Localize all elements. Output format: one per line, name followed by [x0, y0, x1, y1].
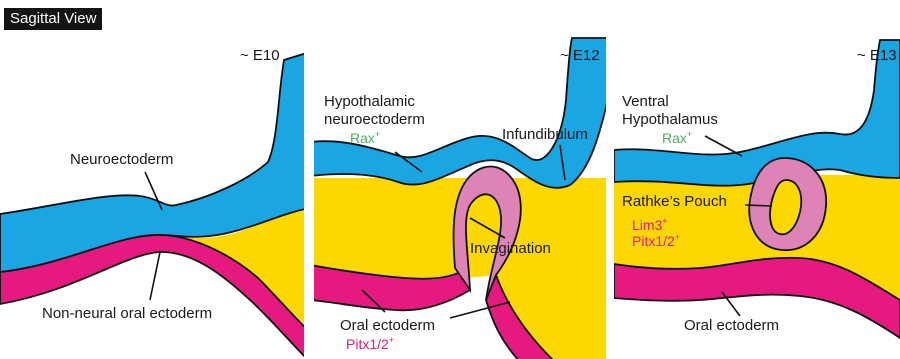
label-rax-e13: Rax+	[662, 129, 692, 146]
leader-ventral	[705, 136, 742, 156]
label-infundibulum: Infundibulum	[502, 126, 588, 143]
label-non-neural-oral-ectoderm: Non-neural oral ectoderm	[42, 305, 212, 322]
label-hypothalamic-line2: neuroectoderm	[324, 111, 425, 128]
label-ventral-line1: Ventral	[622, 93, 669, 110]
panel-gap-1	[304, 0, 314, 359]
stage-label-e12: ~ E12	[560, 47, 600, 64]
leader-non-neural	[150, 252, 160, 300]
stage-label-e13: ~ E13	[857, 47, 897, 64]
label-neuroectoderm: Neuroectoderm	[70, 151, 173, 168]
label-oral-ectoderm-e13: Oral ectoderm	[684, 317, 779, 334]
leader-rathkes	[745, 205, 772, 206]
label-oral-ectoderm-e12: Oral ectoderm	[340, 317, 435, 334]
label-rax-e12: Rax+	[350, 129, 380, 146]
label-ventral-line2: Hypothalamus	[622, 111, 718, 128]
panel-e13	[614, 40, 900, 338]
label-pitx-e12: Pitx1/2+	[346, 335, 394, 352]
label-rathkes-pouch: Rathke’s Pouch	[622, 193, 727, 210]
panel-e12	[310, 38, 610, 359]
stage-label-e10: ~ E10	[240, 47, 280, 64]
label-hypothalamic-line1: Hypothalamic	[324, 93, 415, 110]
label-invagination: Invagination	[470, 240, 551, 257]
panel-gap-2	[606, 0, 614, 359]
label-lim3: Lim3+	[632, 216, 668, 233]
label-pitx-e13: Pitx1/2+	[632, 232, 680, 249]
